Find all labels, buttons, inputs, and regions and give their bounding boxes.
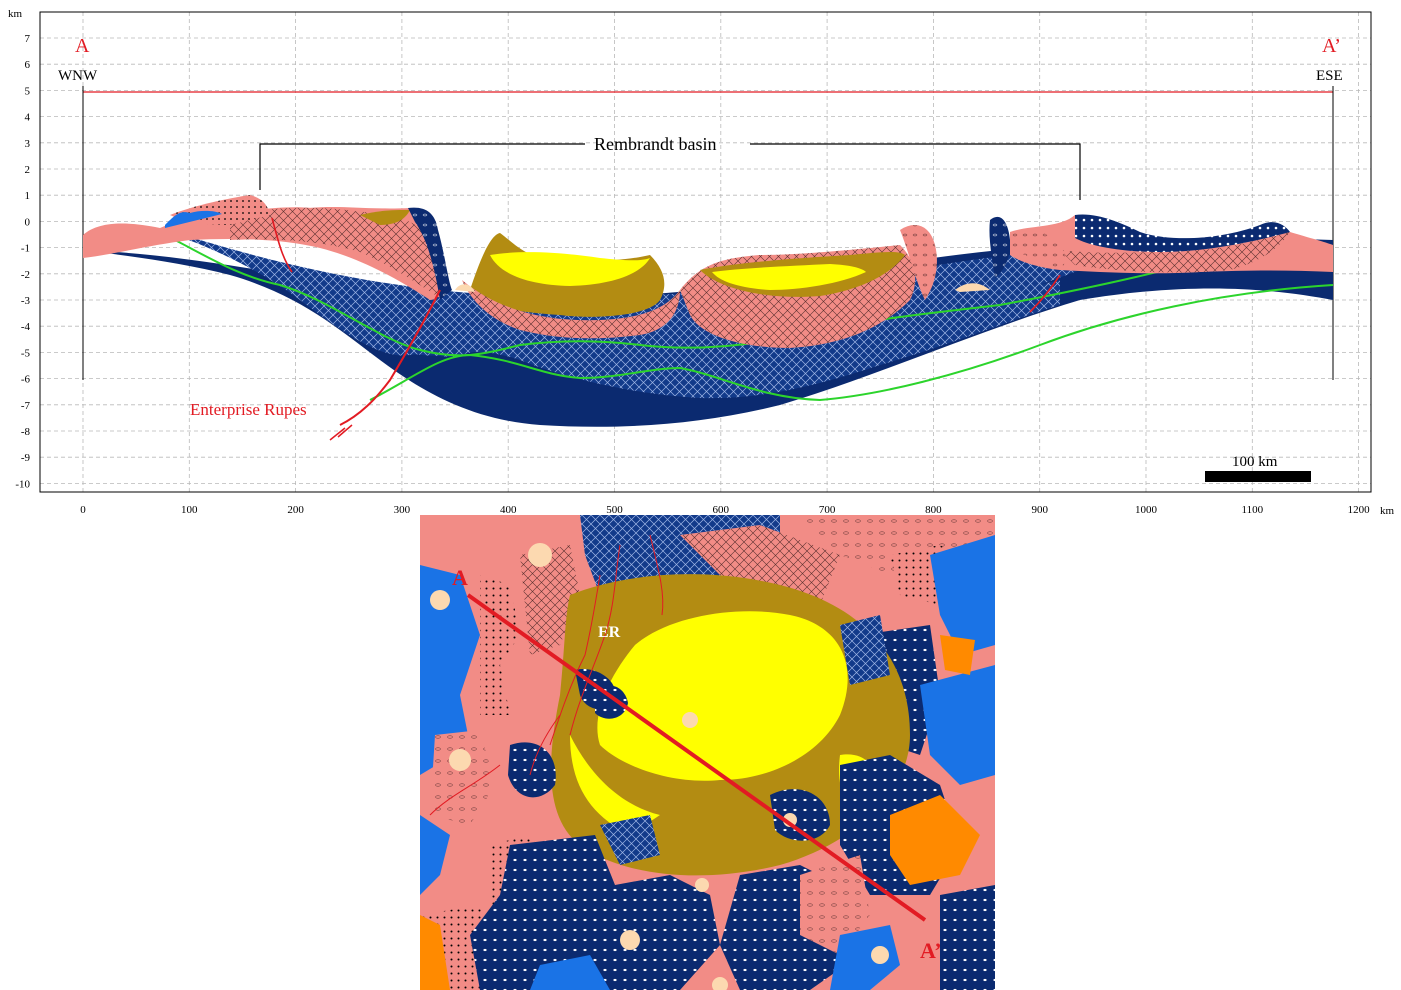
minor-fault-east xyxy=(1029,274,1061,313)
map-start-label: A xyxy=(452,565,468,590)
x-tick-labels: 0 100 200 300 400 500 600 700 800 900 1000 1100 1200 xyxy=(80,504,1370,515)
x-tick-label: 1200 xyxy=(1348,504,1371,515)
y-tick-label: 0 xyxy=(25,216,31,228)
y-tick-label: -7 xyxy=(21,400,31,412)
map-units xyxy=(420,515,995,990)
enterprise-rupes-fault xyxy=(339,289,441,426)
scale-bar xyxy=(1205,471,1311,482)
x-tick-label: 1100 xyxy=(1242,504,1264,515)
blue-unit-west xyxy=(165,210,222,228)
x-tick-label: 200 xyxy=(287,504,304,515)
y-tick-label: -10 xyxy=(15,478,30,490)
y-tick-label: -5 xyxy=(21,347,31,359)
geologic-map: A A’ ER xyxy=(420,515,995,990)
y-tick-label: -3 xyxy=(21,295,31,307)
map-end-label: A’ xyxy=(920,938,942,963)
pink-swirl-peak xyxy=(900,225,937,300)
x-tick-label: 400 xyxy=(500,504,517,515)
olive-unit-west xyxy=(360,210,410,225)
navy-swirl-rim-west xyxy=(408,207,452,300)
y-tick-label: -8 xyxy=(21,426,31,438)
lower-contact-line xyxy=(369,284,1334,402)
y-tick-label: -6 xyxy=(21,374,31,386)
y-tick-label: -9 xyxy=(21,452,31,464)
x-tick-label: 0 xyxy=(80,504,86,515)
y-tick-label: 1 xyxy=(25,190,31,202)
map-faults xyxy=(429,534,664,816)
faults xyxy=(271,217,1061,441)
pink-hatched-east xyxy=(1060,232,1290,273)
cross-section: 7 6 5 4 3 2 1 0 -1 -2 -3 -4 -5 -6 -7 -8 -9 -10 km 0 100 200… xyxy=(8,8,1395,515)
x-tick-label: 700 xyxy=(819,504,836,515)
section-end-label: A’ xyxy=(1322,35,1341,57)
x-tick-label: 300 xyxy=(394,504,411,515)
x-tick-label: 1000 xyxy=(1135,504,1158,515)
navy-dotted-unit-east xyxy=(1075,214,1290,252)
x-tick-label: 500 xyxy=(606,504,623,515)
y-tick-label: 3 xyxy=(25,138,31,150)
plot-frame xyxy=(39,11,1372,493)
yellow-crater-fill-east xyxy=(712,264,866,290)
tan-unit-west xyxy=(455,284,475,292)
lower-hatched-fill xyxy=(330,280,1060,399)
end-direction: ESE xyxy=(1316,68,1343,84)
map-fault-abbrev: ER xyxy=(598,624,621,641)
pink-swirl-unit-east xyxy=(1010,228,1066,268)
y-tick-label: 2 xyxy=(25,164,31,176)
yellow-crater-fill-west xyxy=(490,252,650,286)
y-tick-label: 5 xyxy=(25,85,31,97)
upper-contact-line xyxy=(149,227,1291,357)
pink-hatched-ejecta-west xyxy=(462,280,680,339)
basin-label: Rembrandt basin xyxy=(594,134,716,154)
thrust-arrow-symbol xyxy=(329,424,353,441)
x-tick-label: 100 xyxy=(181,504,198,515)
tan-unit-east xyxy=(955,283,990,292)
y-tick-label: -2 xyxy=(21,269,30,281)
y-tick-labels: 7 6 5 4 3 2 1 0 -1 -2 -3 -4 -5 -6 -7 -8 -9 -10 xyxy=(15,33,30,490)
basin-bracket xyxy=(259,143,1081,200)
geologic-layers xyxy=(83,195,1334,427)
section-start-label: A xyxy=(75,35,90,57)
y-tick-label: -1 xyxy=(21,243,30,255)
y-tick-label: 4 xyxy=(25,112,31,124)
x-tick-label: 800 xyxy=(925,504,942,515)
y-tick-label: 6 xyxy=(25,59,31,71)
x-unit-label: km xyxy=(1380,505,1395,515)
y-tick-label: 7 xyxy=(25,33,31,45)
map-profile-line xyxy=(466,593,927,922)
x-tick-label: 600 xyxy=(713,504,730,515)
scale-bar-label: 100 km xyxy=(1232,454,1278,470)
navy-swirl-peak xyxy=(989,216,1011,278)
y-tick-label: -4 xyxy=(21,321,31,333)
basin-yellow-interior xyxy=(597,611,848,781)
minor-fault-west xyxy=(271,217,293,273)
y-unit-label: km xyxy=(8,8,23,20)
fault-label: Enterprise Rupes xyxy=(190,400,307,419)
start-direction: WNW xyxy=(58,68,98,84)
x-tick-label: 900 xyxy=(1031,504,1048,515)
pink-hatched-west xyxy=(230,207,444,298)
